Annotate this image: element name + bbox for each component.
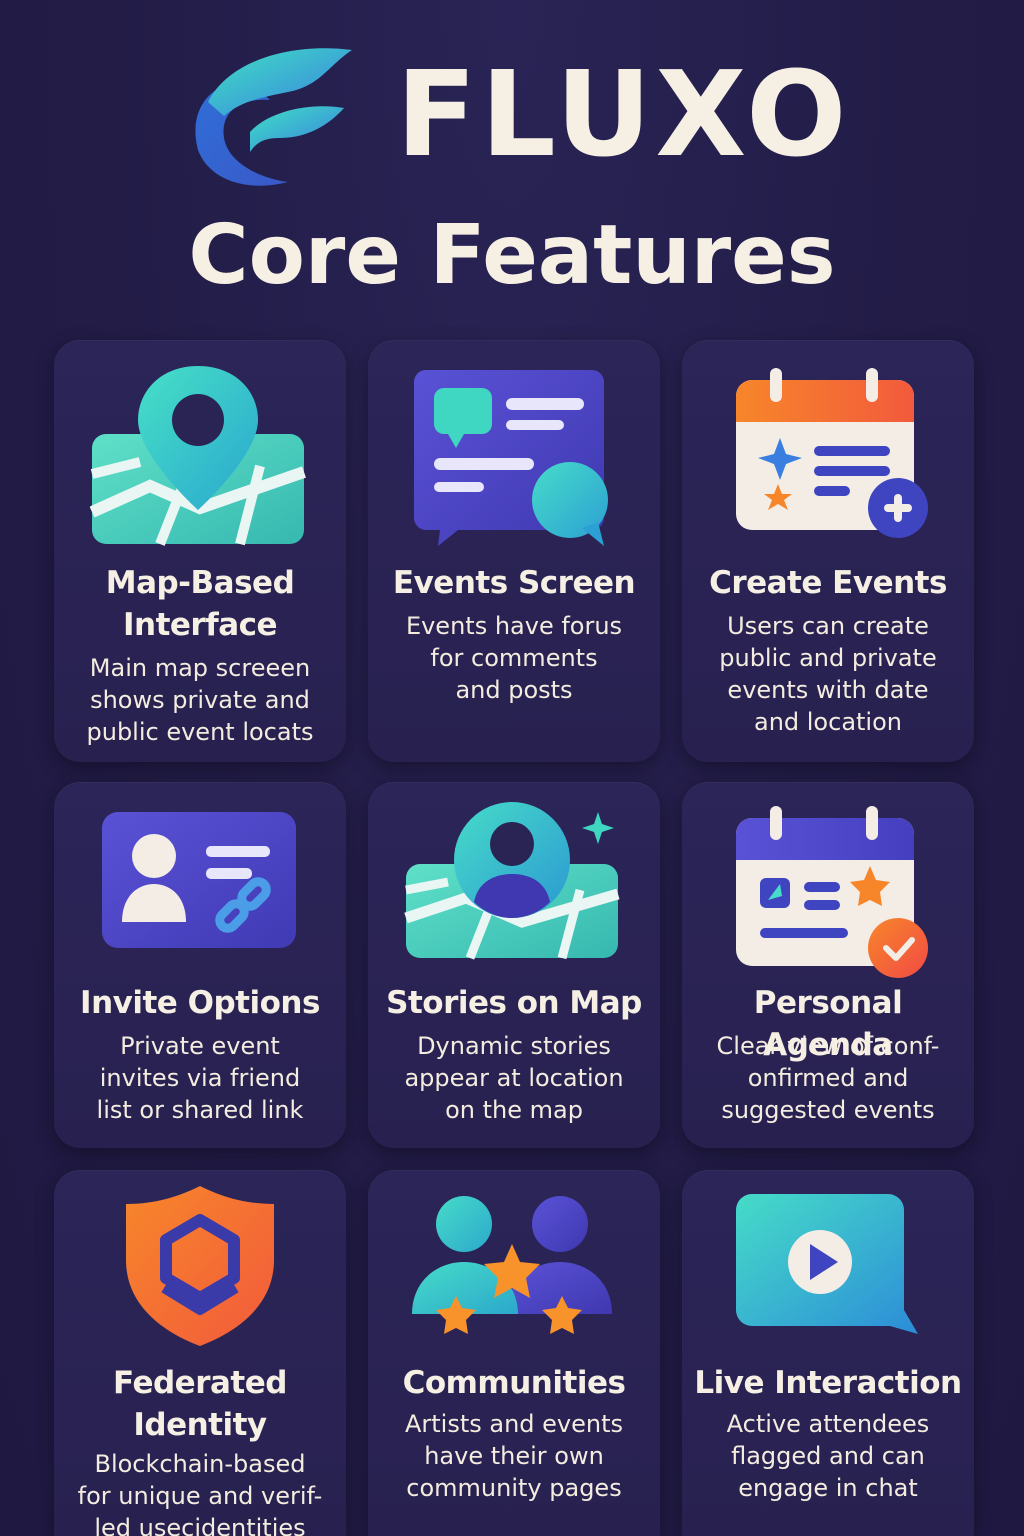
map-avatar-icon [404, 802, 620, 960]
feature-card-map-based-interface[interactable]: Map-Based Interface Main map screeen sho… [54, 340, 346, 762]
people-stars-icon [412, 1196, 612, 1334]
feature-title: Map-Based Interface [105, 565, 295, 643]
feature-card-stories-on-map[interactable]: Stories on Map Dynamic stories appear at… [368, 782, 660, 1148]
feature-card-communities[interactable]: Communities Artists and events have thei… [368, 1170, 660, 1536]
feature-description: Private event invites via friend list or… [96, 1032, 304, 1124]
shield-identity-icon [126, 1186, 274, 1346]
feature-card-personal-agenda[interactable]: Personal Agenda Clear view of conf- onfi… [682, 782, 974, 1148]
feature-title: Events Screen [392, 565, 636, 601]
video-chat-icon [736, 1194, 918, 1334]
feature-card-create-events[interactable]: Create Events Users can create public an… [682, 340, 974, 762]
chat-bubbles-icon [414, 370, 608, 546]
brand-name: FLUXO [396, 45, 851, 183]
feature-description: Blockchain-based for unique and verif- l… [77, 1450, 323, 1536]
feature-description: Active attendees flagged and can engage … [726, 1410, 930, 1502]
feature-description: Users can create public and private even… [719, 612, 937, 736]
feature-card-live-interaction[interactable]: Live Interaction Active attendees flagge… [682, 1170, 974, 1536]
page-title: Core Features [188, 208, 836, 303]
calendar-add-icon [736, 368, 928, 538]
feature-title: Create Events [709, 565, 947, 601]
feature-card-federated-identity[interactable]: Federated Identity Blockchain-based for … [54, 1170, 346, 1536]
feature-description: Clear view of conf- onfirmed and suggest… [716, 1032, 940, 1124]
map-pin-icon [90, 366, 306, 546]
feature-card-invite-options[interactable]: Invite Options Private event invites via… [54, 782, 346, 1148]
feature-title: Live Interaction [694, 1365, 962, 1401]
contact-card-link-icon [102, 812, 296, 948]
feature-description: Main map screeen shows private and publi… [86, 654, 314, 746]
wave-flame-logo-icon [195, 48, 352, 186]
feature-description: Dynamic stories appear at location on th… [404, 1032, 624, 1124]
header: FLUXO [0, 36, 1024, 196]
feature-title: Federated Identity [113, 1365, 287, 1443]
calendar-check-icon [736, 806, 928, 978]
feature-title: Invite Options [80, 985, 320, 1021]
feature-title: Communities [402, 1365, 626, 1401]
feature-description: Artists and events have their own commun… [404, 1410, 624, 1502]
feature-card-events-screen[interactable]: Events Screen Events have forus for comm… [368, 340, 660, 762]
feature-title: Personal Agenda [753, 985, 903, 1063]
feature-description: Events have forus for comments and posts [405, 612, 623, 704]
feature-title: Stories on Map [386, 985, 642, 1021]
